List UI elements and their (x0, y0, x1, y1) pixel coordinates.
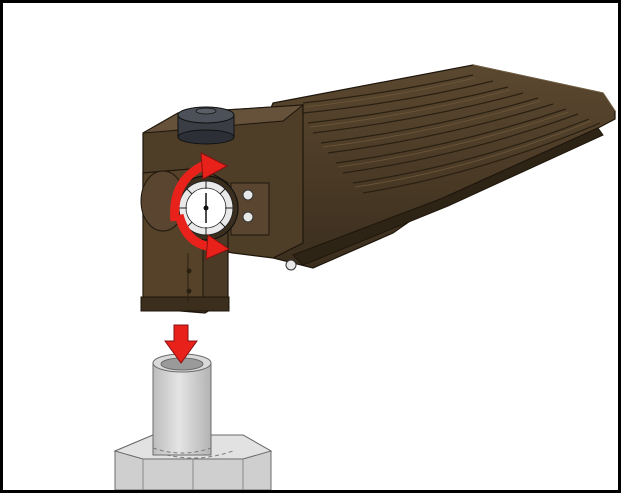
rotate-arrows-icon (170, 152, 231, 260)
screw-icon (285, 259, 297, 271)
fixture-head (247, 64, 616, 269)
screw-icon (242, 189, 254, 201)
photocell-cap (177, 106, 235, 145)
fixture-installation-diagram (113, 64, 616, 490)
down-arrow-icon (164, 324, 198, 364)
tilt-adjustment-dial (173, 175, 239, 241)
screw-icon (242, 211, 254, 223)
pole-tenon (152, 353, 212, 456)
